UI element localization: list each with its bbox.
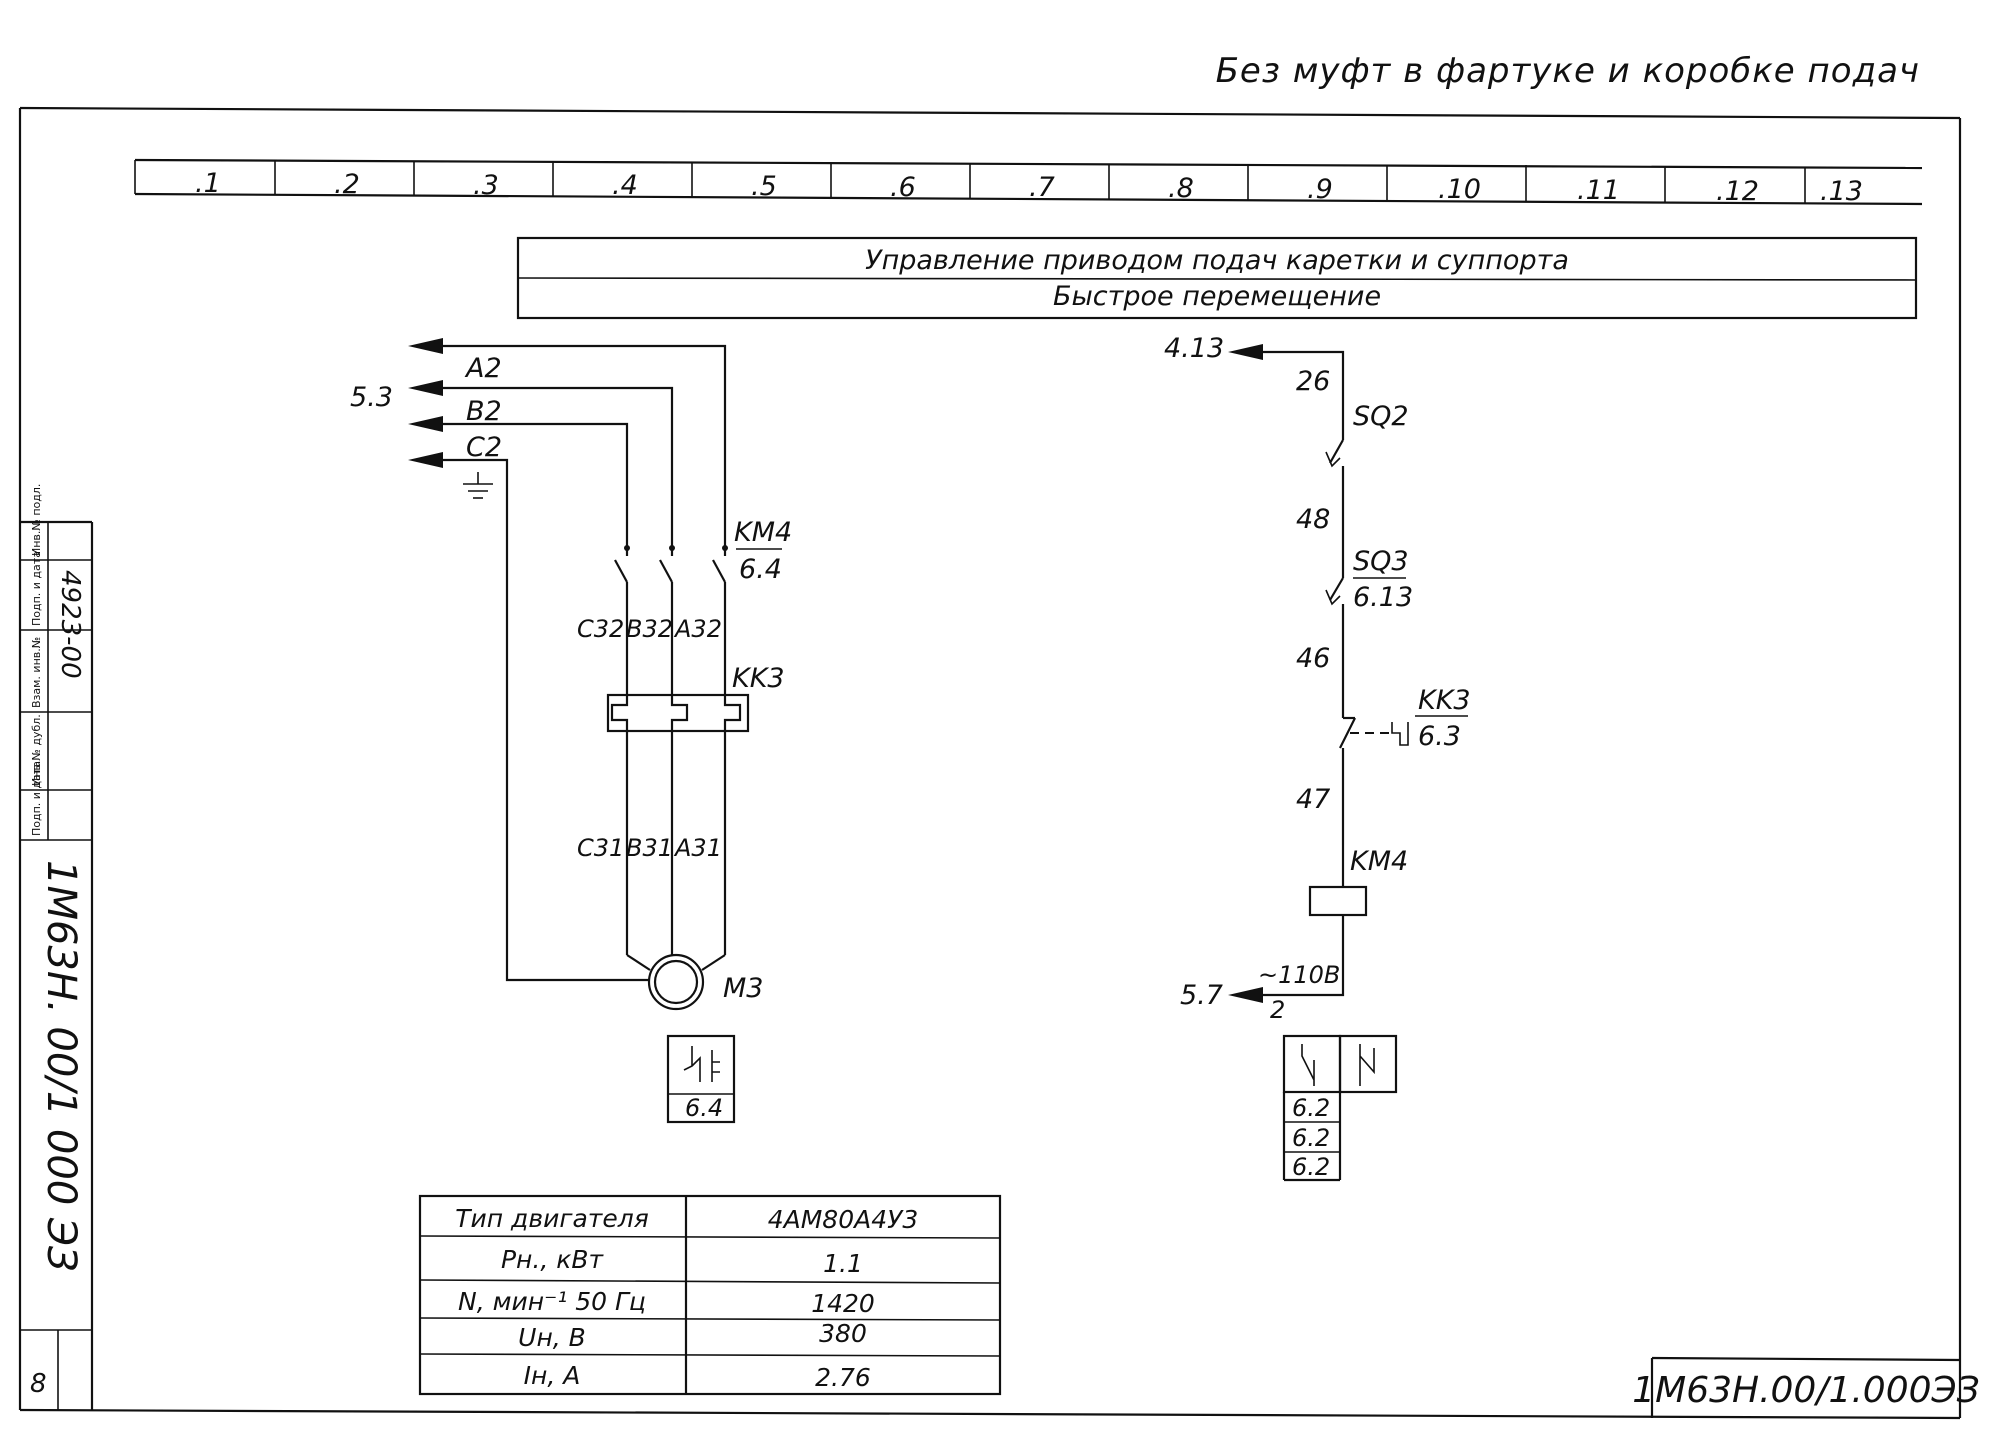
column-number: .8 bbox=[1168, 173, 1194, 204]
contact-ref-table bbox=[1282, 1034, 1398, 1182]
table-param: Uн, В bbox=[518, 1323, 586, 1352]
arrow-head bbox=[1228, 344, 1263, 360]
motor-label: M3 bbox=[723, 973, 763, 1004]
node-label: 26 bbox=[1296, 366, 1330, 397]
column-number: .9 bbox=[1307, 174, 1333, 205]
arrow-head bbox=[1228, 987, 1263, 1003]
switch-label: SQ3 bbox=[1353, 546, 1409, 577]
sheet-number: 8 bbox=[30, 1369, 47, 1399]
stamp-box-label: Подп. и дата bbox=[30, 761, 43, 836]
table-param: N, мин⁻¹ 50 Гц bbox=[458, 1287, 646, 1316]
side-stamp: Инв.№ подл. Подп. и дата Взам. инв.№ Инв… bbox=[20, 484, 94, 1410]
header-note: Без муфт в фартуке и коробке подач bbox=[1216, 51, 1920, 91]
contact-ref: 6.4 bbox=[685, 1094, 723, 1122]
table-param: Тип двигателя bbox=[455, 1204, 649, 1233]
contact-ref-box bbox=[666, 1034, 736, 1124]
arrow-head bbox=[408, 452, 443, 468]
contactor-contacts bbox=[614, 545, 728, 695]
control-circuit: 4.13 26 SQ2 48 SQ3 6.13 46 KK3 6. bbox=[1164, 333, 1471, 1182]
limit-switch bbox=[1325, 439, 1345, 578]
node-label: 46 bbox=[1296, 643, 1330, 674]
table-param: Pн., кВт bbox=[501, 1245, 605, 1274]
thermal-relay bbox=[606, 693, 750, 733]
stamp-box-label: Взам. инв.№ bbox=[30, 637, 43, 708]
relay-contact-label: KK3 bbox=[1418, 685, 1471, 716]
upper-wire: A32 bbox=[673, 615, 722, 643]
title-line-2: Быстрое перемещение bbox=[1053, 281, 1381, 312]
phase-label: C2 bbox=[466, 432, 502, 463]
column-number: .11 bbox=[1577, 175, 1620, 206]
contact-ref: 6.2 bbox=[1292, 1094, 1330, 1122]
table-value: 1420 bbox=[811, 1289, 875, 1318]
contact-ref: 6.2 bbox=[1292, 1153, 1330, 1181]
column-number: .6 bbox=[890, 172, 916, 203]
stamp-box-label: Инв.№ подл. bbox=[30, 484, 43, 556]
voltage-label: ~110B bbox=[1258, 961, 1340, 989]
column-number: .5 bbox=[751, 171, 777, 202]
column-number: .3 bbox=[473, 170, 499, 201]
lower-wire: B31 bbox=[626, 834, 673, 862]
power-circuit: 5.3 A2 B2 C2 KM4 6.4 C32 B32 A32 bbox=[350, 338, 792, 1124]
table-value: 4AM80A4У3 bbox=[768, 1205, 919, 1234]
switch-ref: 6.13 bbox=[1353, 582, 1413, 613]
column-number: .13 bbox=[1820, 176, 1863, 207]
motor-table: Тип двигателя 4AM80A4У3 Pн., кВт 1.1 N, … bbox=[418, 1194, 1002, 1396]
sheet-frame bbox=[18, 106, 1962, 1420]
phase-label: A2 bbox=[464, 353, 502, 384]
column-strip: .1 .2 .3 .4 .5 .6 .7 .8 .9 .10 .11 .12 .… bbox=[134, 158, 1923, 207]
column-number: .7 bbox=[1029, 172, 1055, 203]
motor-icon bbox=[647, 953, 705, 1011]
ref-in: 5.3 bbox=[350, 382, 393, 413]
title-line-1: Управление приводом подач каретки и супп… bbox=[865, 245, 1569, 276]
node-label: 2 bbox=[1270, 996, 1285, 1024]
contactor-ref: 6.4 bbox=[739, 554, 782, 585]
arrow-head bbox=[408, 338, 443, 354]
table-value: 380 bbox=[819, 1319, 867, 1348]
table-value: 1.1 bbox=[823, 1249, 863, 1278]
stamp-box-label: Инв.№ дубл. bbox=[30, 714, 43, 786]
ref-top: 4.13 bbox=[1164, 333, 1224, 364]
table-value: 2.76 bbox=[815, 1363, 871, 1392]
column-number: .10 bbox=[1438, 174, 1481, 205]
column-number: .1 bbox=[195, 168, 221, 199]
arrow-head bbox=[408, 380, 443, 396]
coil-icon bbox=[1308, 885, 1368, 917]
stamp-handwritten: 4923-00 bbox=[55, 570, 85, 679]
node-label: 48 bbox=[1296, 504, 1330, 535]
document-number-box: 1M63H.00/1.000ЭЗ bbox=[1632, 1356, 1980, 1418]
table-param: Iн, A bbox=[524, 1361, 581, 1390]
relay-label: KK3 bbox=[732, 663, 785, 694]
contactor-label: KM4 bbox=[734, 517, 792, 548]
lower-wire: C31 bbox=[577, 834, 624, 862]
relay-contact-ref: 6.3 bbox=[1418, 721, 1461, 752]
upper-wire: C32 bbox=[577, 615, 624, 643]
limit-switch bbox=[1325, 577, 1345, 718]
contact-ref: 6.2 bbox=[1292, 1124, 1330, 1152]
lower-wire: A31 bbox=[673, 834, 722, 862]
document-number: 1M63H.00/1.000ЭЗ bbox=[1632, 1370, 1980, 1411]
node-label: 47 bbox=[1296, 784, 1330, 815]
phase-label: B2 bbox=[466, 396, 502, 427]
switch-label: SQ2 bbox=[1353, 401, 1409, 432]
document-code-vertical: 1M63H. 00/1 000 ЭЗ bbox=[38, 860, 84, 1272]
title-block: Управление приводом подач каретки и супп… bbox=[516, 236, 1918, 320]
arrow-head bbox=[408, 416, 443, 432]
column-number: .12 bbox=[1716, 176, 1759, 207]
upper-wire: B32 bbox=[626, 615, 673, 643]
column-number: .4 bbox=[612, 170, 638, 201]
column-number: .2 bbox=[334, 169, 360, 200]
relay-contact bbox=[1339, 716, 1409, 845]
stamp-box-label: Подп. и дата bbox=[30, 551, 43, 626]
coil-label: KM4 bbox=[1350, 846, 1408, 877]
ground-icon bbox=[463, 472, 493, 499]
ref-bottom: 5.7 bbox=[1180, 980, 1223, 1011]
